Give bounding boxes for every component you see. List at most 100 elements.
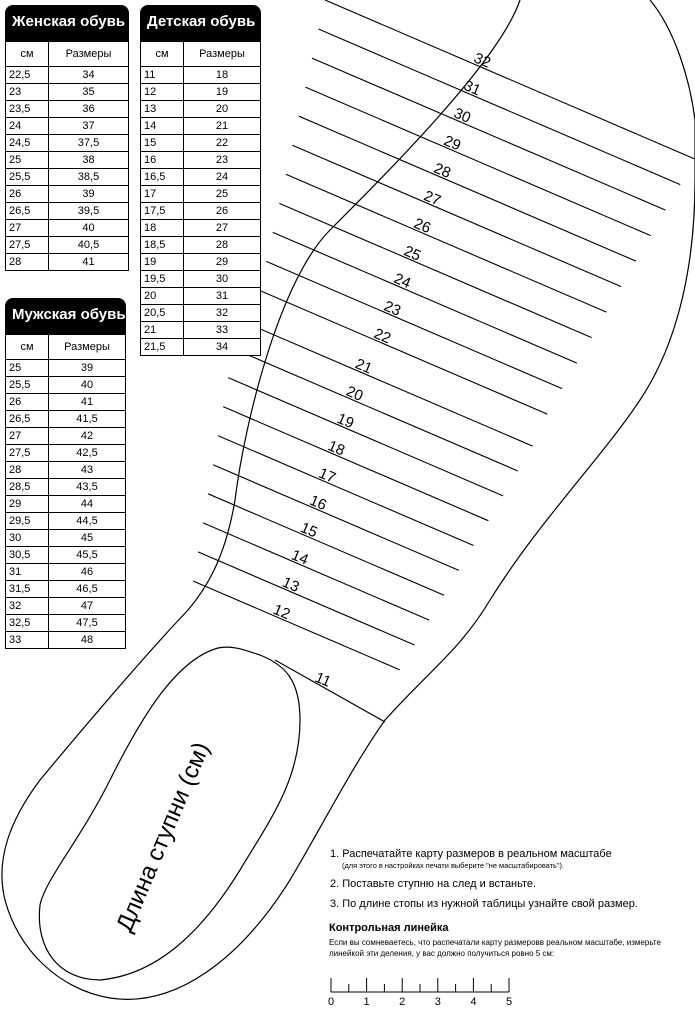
cell-cm: 27,5	[5, 444, 49, 462]
cell-cm: 19	[140, 253, 184, 271]
col-header-cm: см	[140, 41, 184, 67]
cell-size: 33	[183, 321, 261, 339]
cell-size: 40	[48, 376, 126, 394]
cell-cm: 11	[140, 66, 184, 84]
foot-length-label: Длина ступни (см)	[111, 738, 215, 935]
cell-size: 22	[183, 134, 261, 152]
foot-mark-line	[298, 115, 637, 262]
cell-size: 23	[183, 151, 261, 169]
foot-mark-label: 16	[307, 492, 329, 514]
cell-size: 18	[183, 66, 261, 84]
cell-size: 32	[183, 304, 261, 322]
kids-table-title: Детская обувь	[140, 5, 261, 41]
ruler-number: 3	[434, 996, 441, 1008]
ruler-title: Контрольная линейка	[329, 922, 449, 934]
ruler-description: Если вы сомневаетесь, что распечатали ка…	[329, 938, 661, 958]
foot-mark-line	[232, 348, 519, 472]
ruler-number: 0	[327, 996, 335, 1008]
cell-cm: 25,5	[5, 376, 49, 394]
cell-size: 26	[183, 202, 261, 220]
cell-cm: 26	[5, 393, 49, 411]
foot-mark-line	[266, 260, 563, 390]
cell-size: 29	[183, 253, 261, 271]
cell-size: 43	[48, 461, 126, 479]
cell-size: 30	[183, 270, 261, 288]
cell-size: 34	[183, 338, 261, 356]
foot-mark-label: 19	[334, 410, 356, 432]
cell-size: 34	[48, 66, 129, 84]
foot-mark-line	[202, 522, 430, 621]
cell-cm: 32	[5, 597, 49, 615]
foot-mark-label: 18	[325, 437, 347, 459]
foot-mark-line	[318, 28, 681, 186]
cell-size: 44	[48, 495, 126, 513]
cell-cm: 33	[5, 631, 49, 649]
foot-mark-label: 15	[298, 519, 320, 541]
foot-mark-label: 14	[289, 546, 311, 568]
cell-cm: 22,5	[5, 66, 49, 84]
instruction-step-3: 3. По длине стопы из нужной таблицы узна…	[330, 898, 638, 910]
cell-cm: 27	[5, 427, 49, 445]
cell-cm: 31	[5, 563, 49, 581]
cell-size: 45	[48, 529, 126, 547]
men-table-title: Мужская обувь	[5, 298, 126, 334]
cell-cm: 29,5	[5, 512, 49, 530]
cell-cm: 28	[5, 461, 49, 479]
cell-size: 20	[183, 100, 261, 118]
foot-mark-line	[274, 659, 386, 723]
foot-mark-line	[212, 464, 460, 571]
cell-cm: 26,5	[5, 410, 49, 428]
cell-size: 41	[48, 393, 126, 411]
cell-size: 40,5	[48, 236, 129, 254]
cell-size: 40	[48, 219, 129, 237]
cell-size: 38	[48, 151, 129, 169]
cell-cm: 16,5	[140, 168, 184, 186]
foot-mark-line	[272, 231, 578, 364]
cell-size: 31	[183, 287, 261, 305]
cell-cm: 16	[140, 151, 184, 169]
foot-mark-line	[285, 173, 607, 313]
ruler-number: 5	[505, 996, 513, 1008]
foot-mark-label: 13	[280, 574, 302, 596]
cell-size: 42,5	[48, 444, 126, 462]
cell-size: 46,5	[48, 580, 126, 598]
foot-mark-label: 24	[391, 270, 413, 292]
foot-mark-label: 22	[371, 325, 393, 347]
foot-mark-line	[279, 202, 592, 339]
cell-cm: 23	[5, 83, 49, 101]
cell-cm: 32,5	[5, 614, 49, 632]
heel-outline	[38, 646, 301, 981]
cell-cm: 27,5	[5, 236, 49, 254]
cell-cm: 14	[140, 117, 184, 135]
foot-mark-line	[305, 86, 651, 237]
cell-cm: 30,5	[5, 546, 49, 564]
cell-cm: 27	[5, 219, 49, 237]
